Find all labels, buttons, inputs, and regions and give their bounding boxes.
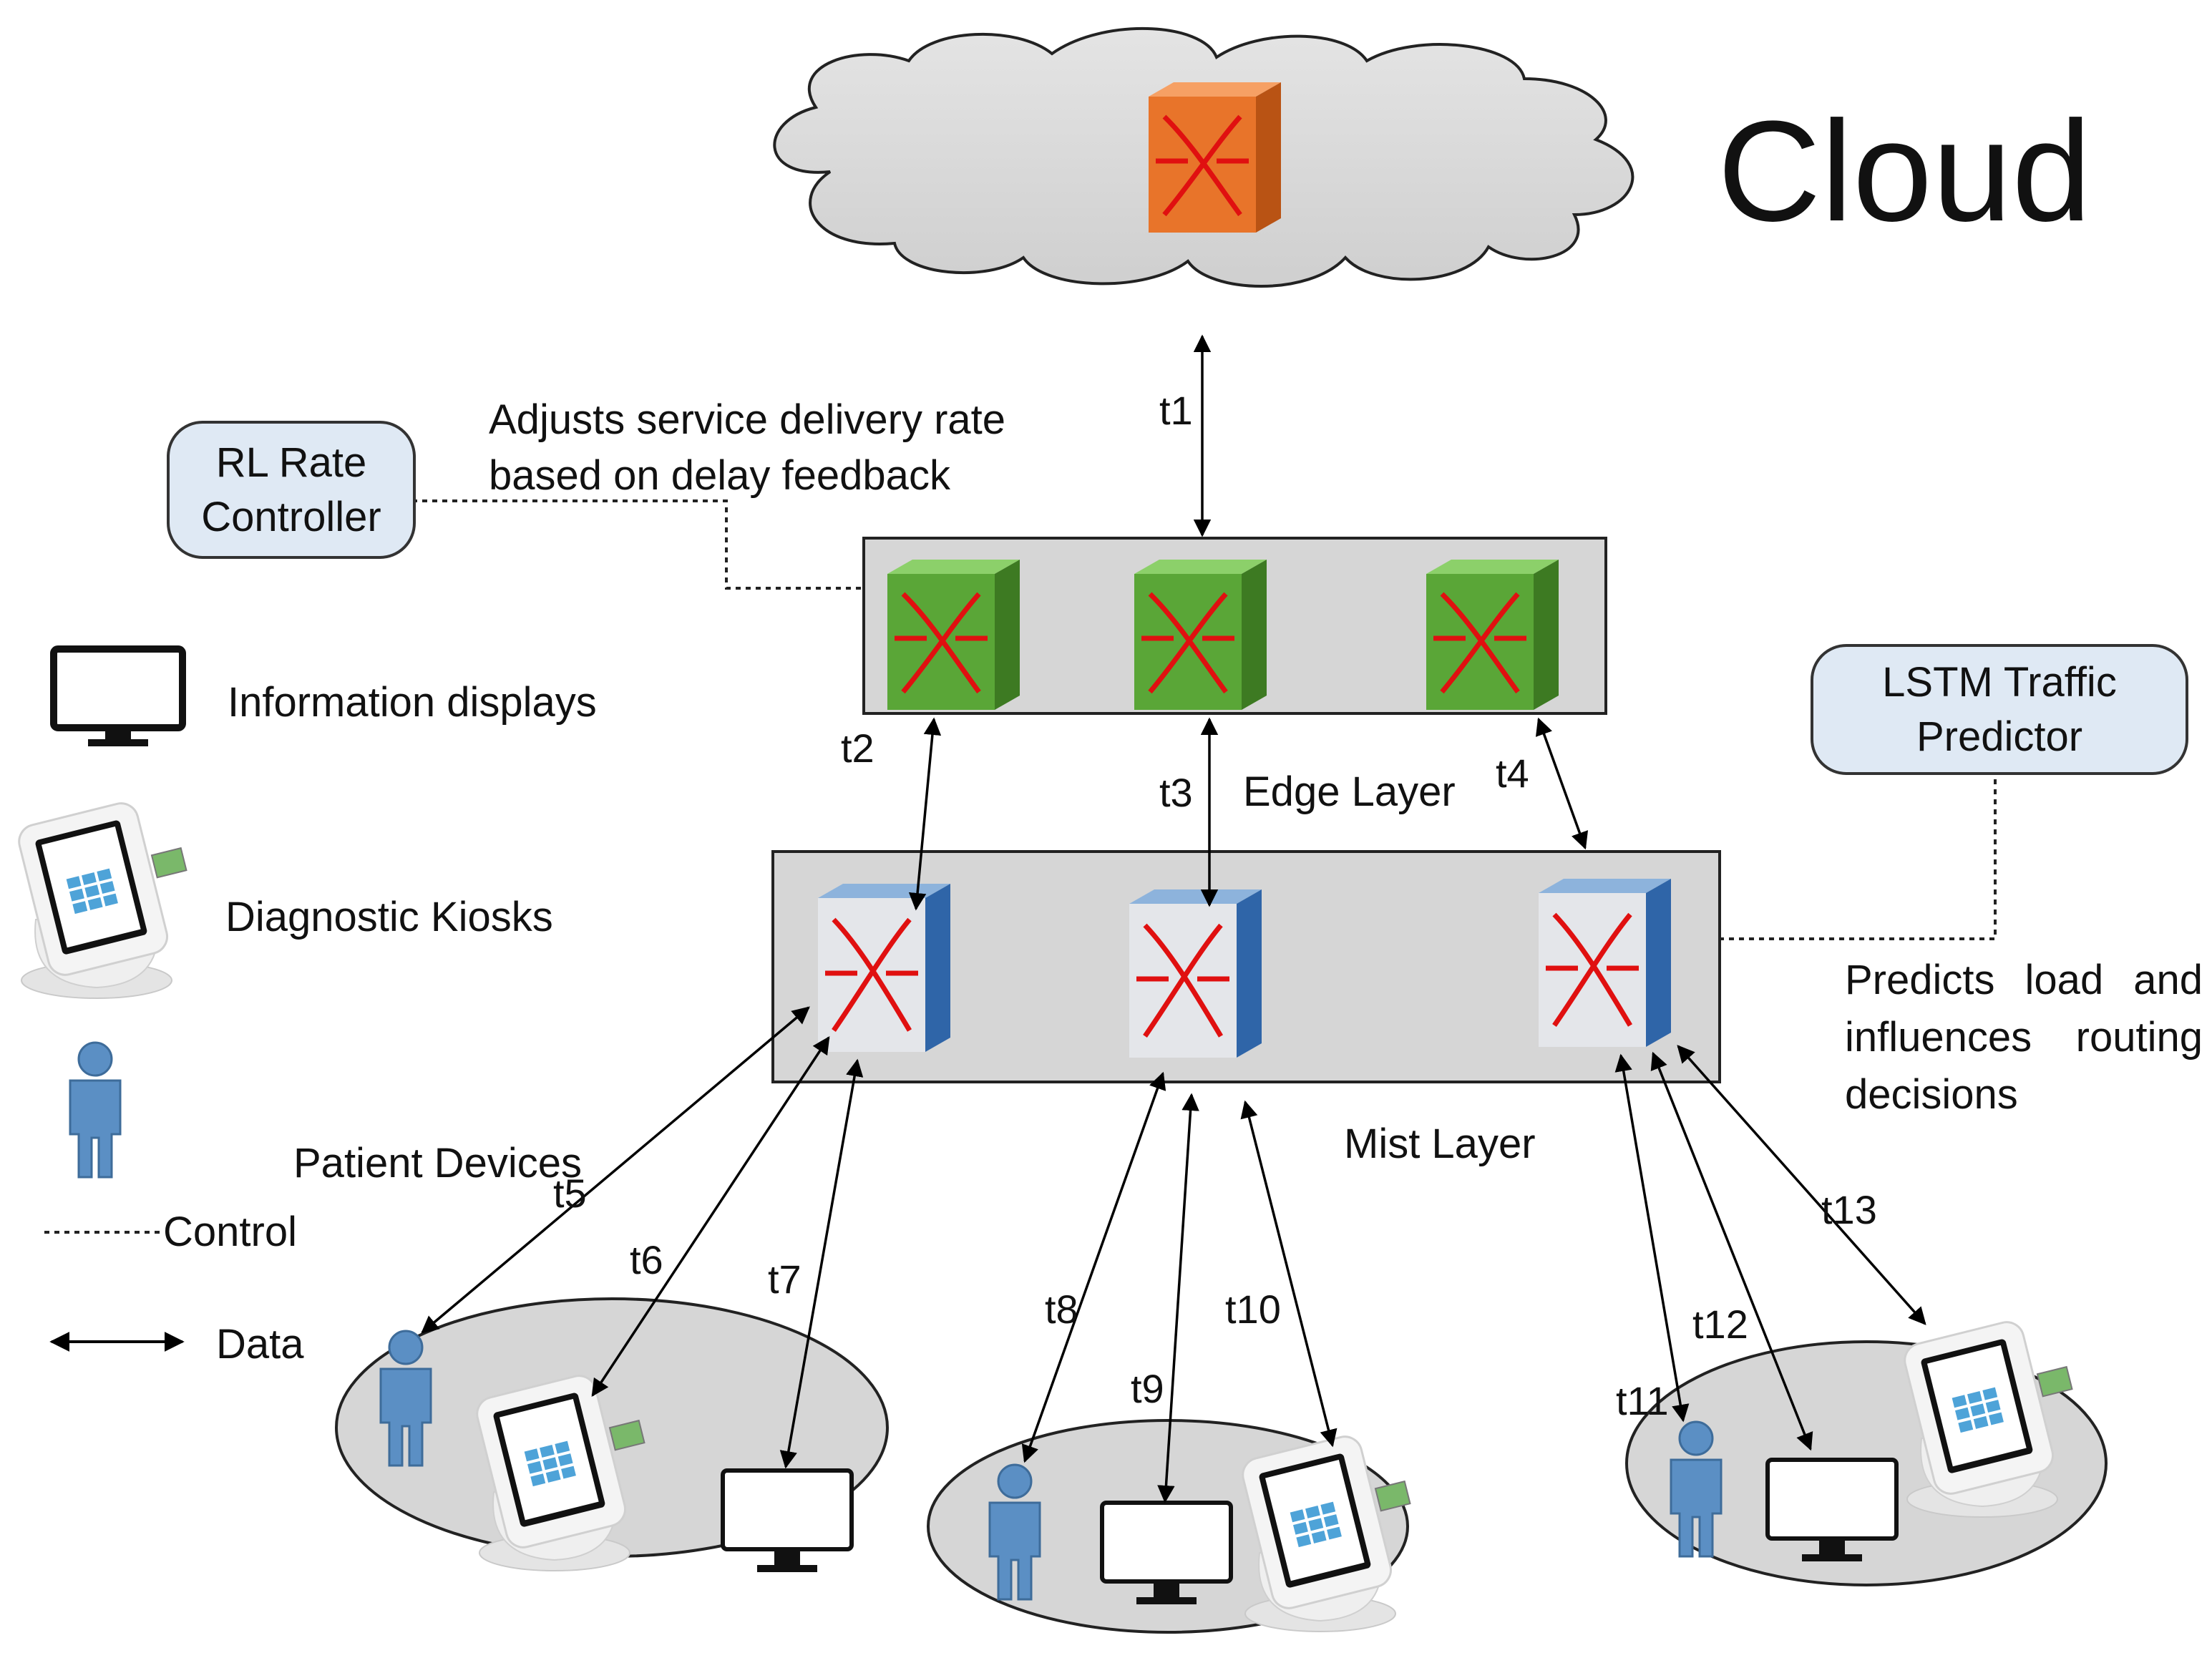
rl-controller-note-line1: Adjusts service delivery rate — [489, 396, 1006, 443]
mist-router-icon — [818, 884, 950, 1052]
cloud-title: Cloud — [1718, 92, 2092, 251]
monitor-icon — [723, 1471, 852, 1572]
lstm-note-line2: influences routing — [1845, 1014, 2203, 1060]
legend-monitor-icon — [54, 649, 182, 746]
link-t11 — [1614, 1053, 1690, 1423]
link-label-t8: t8 — [1045, 1287, 1078, 1332]
legend-displays-label: Information displays — [228, 679, 597, 726]
rl-controller-note-line2: based on delay feedback — [489, 452, 950, 499]
lstm-line2: Predictor — [1916, 713, 2083, 760]
legend-kiosk-icon — [14, 799, 187, 1000]
link-label-t10: t10 — [1225, 1287, 1281, 1332]
rl-controller-line1: RL Rate — [215, 439, 367, 487]
legend-control-label: Control — [163, 1209, 297, 1255]
rl-controller-line2: Controller — [201, 493, 381, 540]
link-t8 — [1021, 1071, 1166, 1463]
lstm-note-line1: Predicts load and — [1845, 957, 2203, 1003]
lstm-traffic-predictor-box: LSTM Traffic Predictor — [1811, 644, 2188, 775]
mist-router-icon — [1539, 879, 1671, 1047]
link-t2 — [908, 717, 942, 911]
link-label-t4: t4 — [1496, 751, 1529, 796]
link-t13 — [1677, 1045, 1926, 1325]
legend-patients-label: Patient Devices — [293, 1140, 582, 1186]
control-link-rl — [412, 499, 864, 590]
edge-router-icon — [1134, 560, 1267, 710]
edge-router-icon — [1426, 560, 1559, 710]
lstm-line1: LSTM Traffic — [1882, 659, 2117, 706]
link-label-t9: t9 — [1131, 1366, 1164, 1411]
link-label-t7: t7 — [768, 1257, 802, 1302]
cloud-router-icon — [1149, 82, 1281, 233]
link-t7 — [779, 1058, 864, 1469]
lstm-note-line3: decisions — [1845, 1071, 2018, 1118]
edge-layer-label: Edge Layer — [1243, 769, 1456, 815]
mist-router-icon — [1129, 889, 1262, 1058]
edge-router-icon — [887, 560, 1020, 710]
mist-layer-label: Mist Layer — [1344, 1121, 1536, 1167]
link-t4 — [1535, 717, 1589, 850]
link-label-t11: t11 — [1616, 1378, 1669, 1423]
rl-rate-controller-box: RL Rate Controller — [167, 421, 416, 559]
legend-kiosks-label: Diagnostic Kiosks — [225, 894, 553, 940]
link-label-t13: t13 — [1821, 1187, 1877, 1232]
link-label-t3: t3 — [1159, 770, 1193, 815]
link-label-t1: t1 — [1159, 388, 1193, 433]
link-label-t5: t5 — [553, 1171, 587, 1216]
control-link-lstm — [1720, 769, 1997, 940]
link-t9 — [1157, 1093, 1199, 1503]
link-label-t12: t12 — [1692, 1302, 1748, 1347]
legend-data-label: Data — [216, 1321, 304, 1367]
link-label-t6: t6 — [630, 1237, 663, 1282]
link-t10 — [1240, 1100, 1338, 1448]
legend-person-icon — [69, 1041, 122, 1179]
link-label-t2: t2 — [841, 726, 874, 771]
